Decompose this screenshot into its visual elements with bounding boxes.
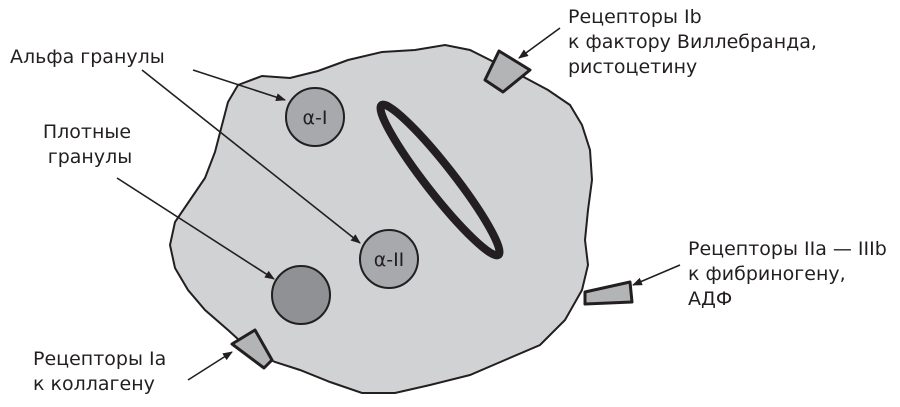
alpha-granule-1-label: α-I <box>303 107 328 129</box>
receptor-iia-iiib-icon <box>585 282 632 304</box>
alpha-granules-label: Альфа гранулы <box>10 46 165 68</box>
receptor-ia-label: Рецепторы Ia к коллагену <box>33 348 172 395</box>
platelet-cell <box>170 45 592 393</box>
dense-granule <box>272 266 330 324</box>
receptor-ib-label: Рецепторы Ib к фактору Виллебранда, рист… <box>568 6 823 78</box>
arrow-receptor-ib <box>519 28 560 58</box>
arrow-receptor-ia <box>188 352 232 380</box>
dense-granules-label: Плотные гранулы <box>43 121 137 168</box>
alpha-granule-2-label: α-II <box>374 249 405 271</box>
arrow-receptor-iia-iiib <box>633 265 680 285</box>
receptor-iia-iiib-label: Рецепторы IIa — IIIb к фибриногену, АДФ <box>688 238 893 310</box>
